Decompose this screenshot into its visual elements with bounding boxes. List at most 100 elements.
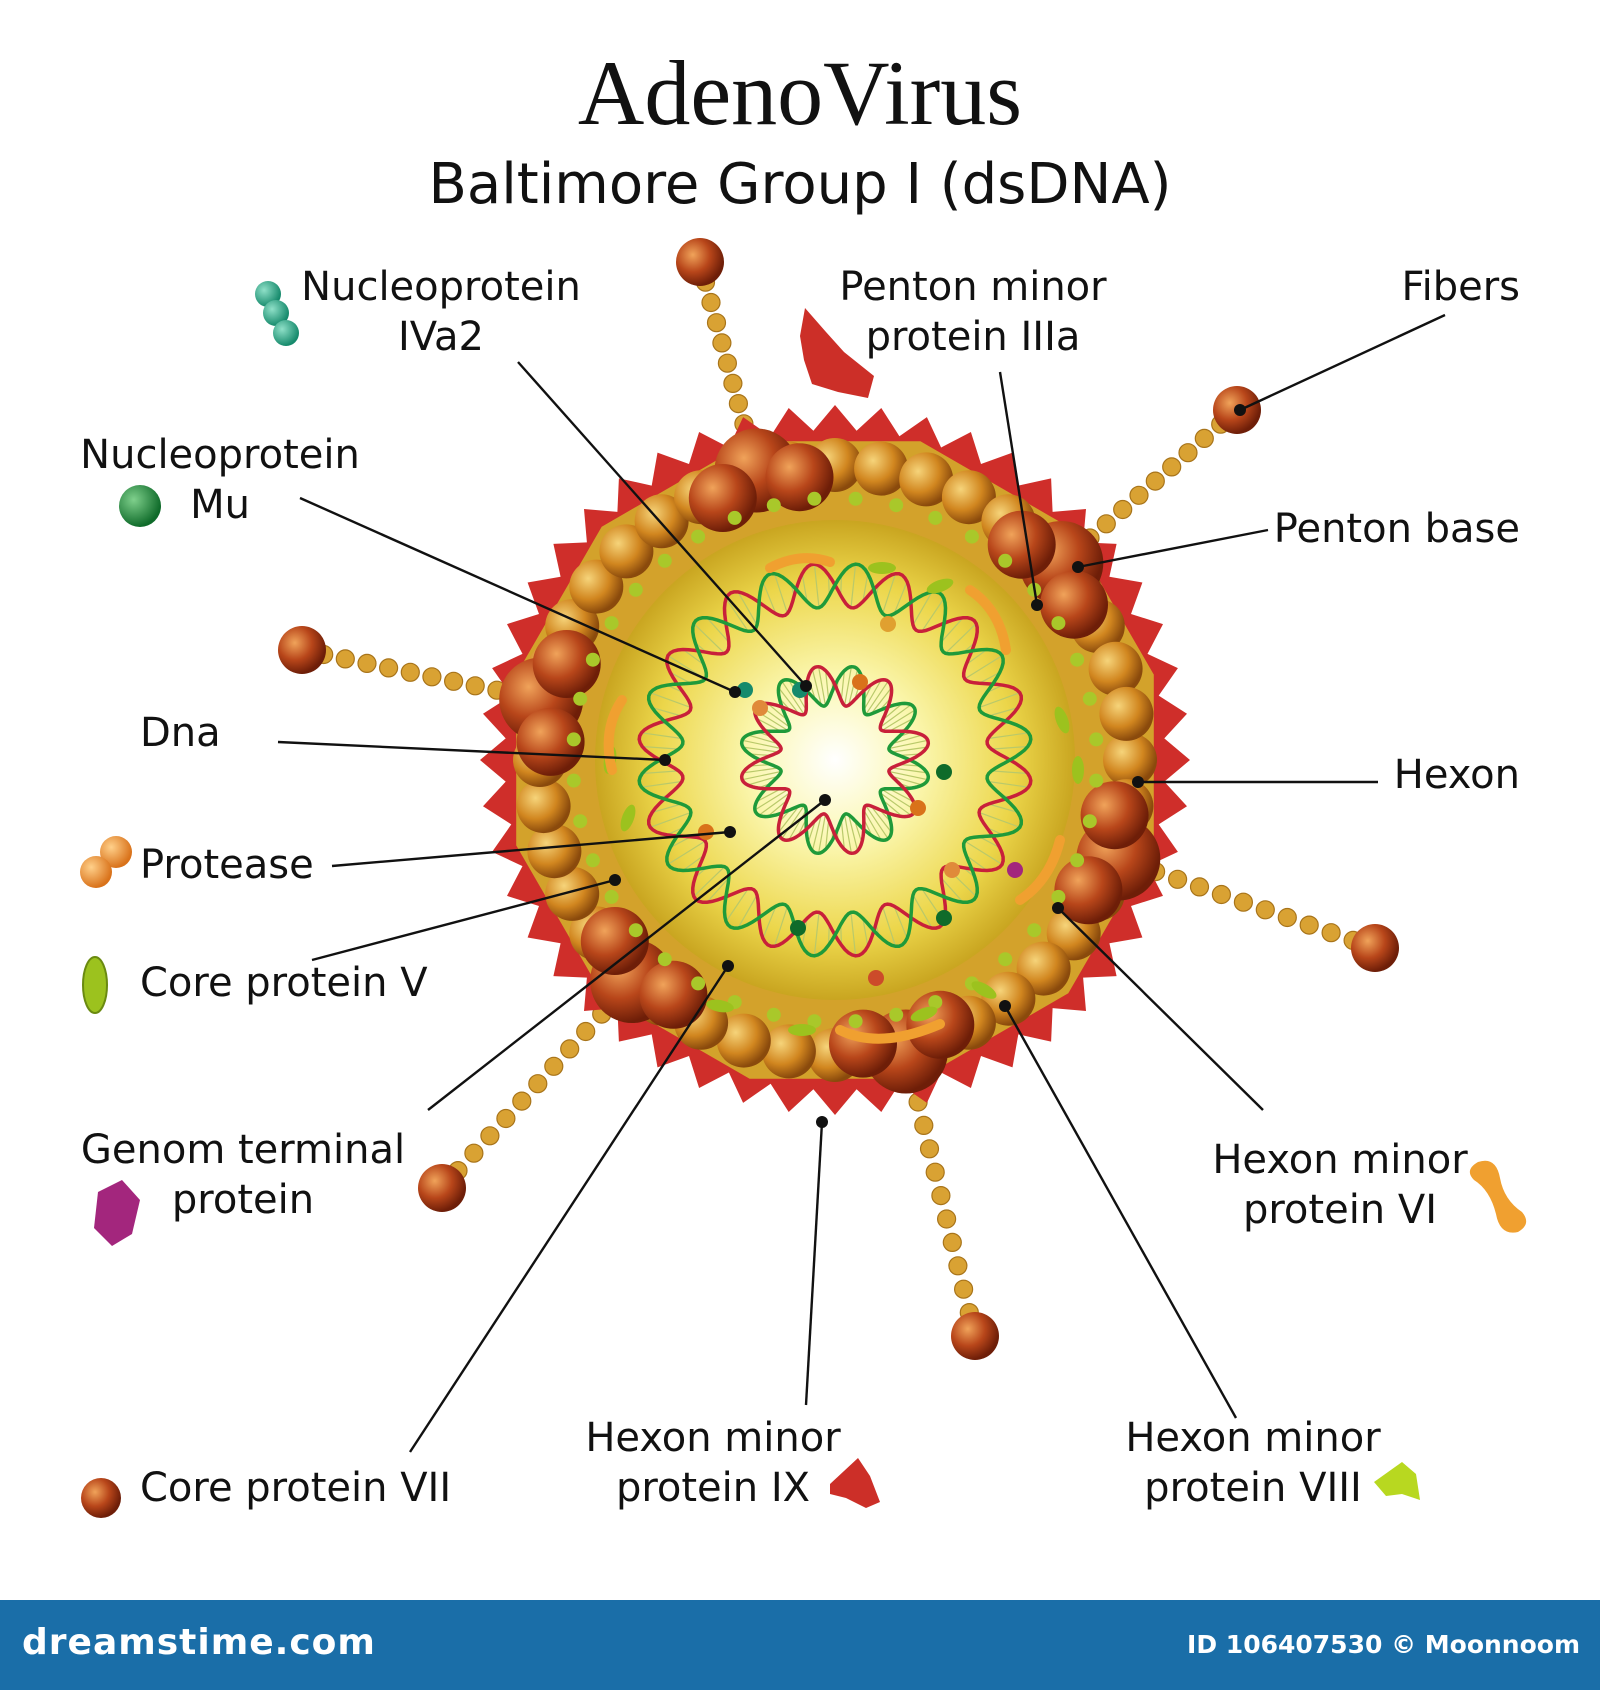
hexon-viii-dot <box>1070 853 1084 867</box>
hexon-viii-dot <box>998 952 1012 966</box>
core-v-particle <box>868 562 896 574</box>
fiber-bead <box>577 1023 595 1041</box>
fiber-bead <box>380 659 398 677</box>
hexon-viii-dot <box>889 1008 903 1022</box>
label-nucleoprotein-mu: Nucleoprotein Mu <box>70 430 370 530</box>
core-particle <box>868 970 884 986</box>
fiber-knob <box>676 238 724 286</box>
label-hexon: Hexon <box>1300 750 1520 800</box>
fiber-bead <box>1097 515 1115 533</box>
hexon-viii-dot <box>849 1014 863 1028</box>
hexon-viii-dot <box>567 732 581 746</box>
fiber-bead <box>1146 472 1164 490</box>
hexon-viii-dot <box>889 498 903 512</box>
hexon-viii-dot <box>629 923 643 937</box>
label-core-protein-vii: Core protein VII <box>140 1463 451 1513</box>
hexon-viii-dot <box>849 492 863 506</box>
brand-logo: dreamstime.com <box>22 1622 376 1663</box>
hexon-viii-dot <box>728 511 742 525</box>
fiber-knob <box>951 1312 999 1360</box>
hexon-viii-dot <box>691 976 705 990</box>
fiber-bead <box>955 1280 973 1298</box>
fiber-bead <box>1163 458 1181 476</box>
fiber-bead <box>1191 878 1209 896</box>
hexon-viii-dot <box>807 492 821 506</box>
penton-ball <box>689 464 757 532</box>
core-particle <box>790 920 806 936</box>
hexon-viii-dot <box>1070 653 1084 667</box>
fiber-bead <box>724 374 742 392</box>
fiber-bead <box>1234 893 1252 911</box>
hexon-viii-dot <box>605 890 619 904</box>
hexon-viii-dot <box>573 814 587 828</box>
fiber-knob <box>278 626 326 674</box>
fiber-bead <box>949 1257 967 1275</box>
fiber-bead <box>1278 909 1296 927</box>
leader-hexon-ix <box>806 1122 822 1405</box>
core-particle <box>880 616 896 632</box>
hexon-ball <box>517 779 571 833</box>
hexon-viii-dot <box>567 774 581 788</box>
leader-hexon-vi <box>1058 908 1263 1110</box>
hexon-viii-dot <box>1083 692 1097 706</box>
fiber-bead <box>708 314 726 332</box>
hexon-viii-dot <box>1089 774 1103 788</box>
hexon-viii-dot <box>1051 890 1065 904</box>
label-core-protein-v: Core protein V <box>140 958 428 1008</box>
core-particle <box>852 674 868 690</box>
leader-fibers <box>1240 315 1445 410</box>
page-subtitle: Baltimore Group I (dsDNA) <box>0 152 1600 217</box>
fiber-bead <box>938 1210 956 1228</box>
fiber-bead <box>1300 916 1318 934</box>
hexon-viii-dot <box>658 554 672 568</box>
core-vii-icon <box>81 1478 121 1518</box>
fiber-bead <box>529 1075 547 1093</box>
core-particle <box>936 764 952 780</box>
hexon-viii-dot <box>1089 732 1103 746</box>
hexon-viii-dot <box>586 853 600 867</box>
core-particle <box>936 910 952 926</box>
fiber-bead <box>1195 429 1213 447</box>
teal-beads-icon <box>255 281 299 346</box>
fiber-bead <box>1256 901 1274 919</box>
hexon-viii-dot <box>691 530 705 544</box>
core-particle <box>1007 862 1023 878</box>
hexon-viii-dot <box>1051 616 1065 630</box>
fiber-bead <box>445 672 463 690</box>
fiber-bead <box>465 1144 483 1162</box>
hexon-viii-dot <box>965 530 979 544</box>
fiber-bead <box>926 1163 944 1181</box>
fiber-bead <box>481 1127 499 1145</box>
core-particle <box>752 700 768 716</box>
fiber-bead <box>423 668 441 686</box>
fiber-bead <box>466 677 484 695</box>
fiber-bead <box>545 1057 563 1075</box>
hexon-ball <box>1089 642 1143 696</box>
label-protease: Protease <box>140 840 314 890</box>
page-title: AdenoVirus <box>0 40 1600 146</box>
penton-ball <box>988 511 1056 579</box>
footer-bar: dreamstime.com ID 106407530 © Moonnoom <box>0 1600 1600 1690</box>
hexon-viii-dot <box>1027 923 1041 937</box>
fiber-bead <box>729 395 747 413</box>
label-dna: Dna <box>140 708 221 758</box>
fiber-bead <box>1114 501 1132 519</box>
leader-core-vii <box>410 966 728 1452</box>
hexon-ball <box>1103 733 1157 787</box>
fiber-bead <box>713 334 731 352</box>
penton-ball <box>1040 571 1108 639</box>
hexon-viii-dot <box>767 498 781 512</box>
core-v-particle <box>1072 756 1084 784</box>
hexon-viii-dot <box>605 616 619 630</box>
fiber-bead <box>1130 486 1148 504</box>
fiber-bead <box>497 1110 515 1128</box>
fiber-bead <box>1212 886 1230 904</box>
fiber-bead <box>1179 444 1197 462</box>
penton-ball <box>829 1010 897 1078</box>
